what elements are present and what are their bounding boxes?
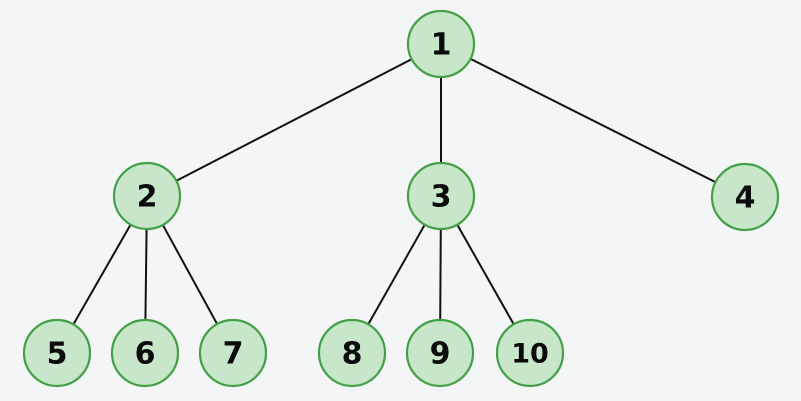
tree-node-circle-7[interactable]: [198, 318, 268, 388]
tree-node-5[interactable]: 5: [22, 318, 92, 388]
tree-node-4[interactable]: 4: [710, 162, 780, 232]
tree-node-label-4: 4: [735, 181, 756, 216]
tree-node-label-3: 3: [431, 180, 452, 215]
tree-node-label-9: 9: [430, 337, 451, 372]
tree-node-label-5: 5: [47, 337, 68, 372]
tree-node-circle-2[interactable]: [112, 161, 182, 231]
node-layer: 1 2 3 4 5 6 7 8 9 10: [22, 9, 780, 388]
tree-edge-1-2: [146, 43, 442, 197]
tree-node-9[interactable]: 9: [405, 318, 475, 388]
tree-node-10[interactable]: 10: [495, 318, 565, 388]
tree-node-label-6: 6: [135, 337, 156, 372]
tree-node-circle-8[interactable]: [317, 318, 387, 388]
tree-node-label-8: 8: [342, 337, 363, 372]
tree-node-circle-1[interactable]: [406, 9, 476, 79]
tree-node-2[interactable]: 2: [112, 161, 182, 231]
tree-edge-1-4: [440, 43, 746, 198]
tree-node-circle-3[interactable]: [406, 161, 476, 231]
tree-node-label-1: 1: [431, 28, 452, 63]
tree-node-7[interactable]: 7: [198, 318, 268, 388]
tree-node-circle-5[interactable]: [22, 318, 92, 388]
tree-node-circle-6[interactable]: [110, 318, 180, 388]
tree-node-label-2: 2: [137, 180, 158, 215]
tree-node-circle-9[interactable]: [405, 318, 475, 388]
tree-node-label-7: 7: [223, 337, 244, 372]
tree-node-8[interactable]: 8: [317, 318, 387, 388]
tree-node-label-10: 10: [511, 339, 549, 370]
tree-node-3[interactable]: 3: [406, 161, 476, 231]
tree-node-1[interactable]: 1: [406, 9, 476, 79]
tree-node-6[interactable]: 6: [110, 318, 180, 388]
tree-node-circle-10[interactable]: [495, 318, 565, 388]
tree-node-circle-4[interactable]: [710, 162, 780, 232]
